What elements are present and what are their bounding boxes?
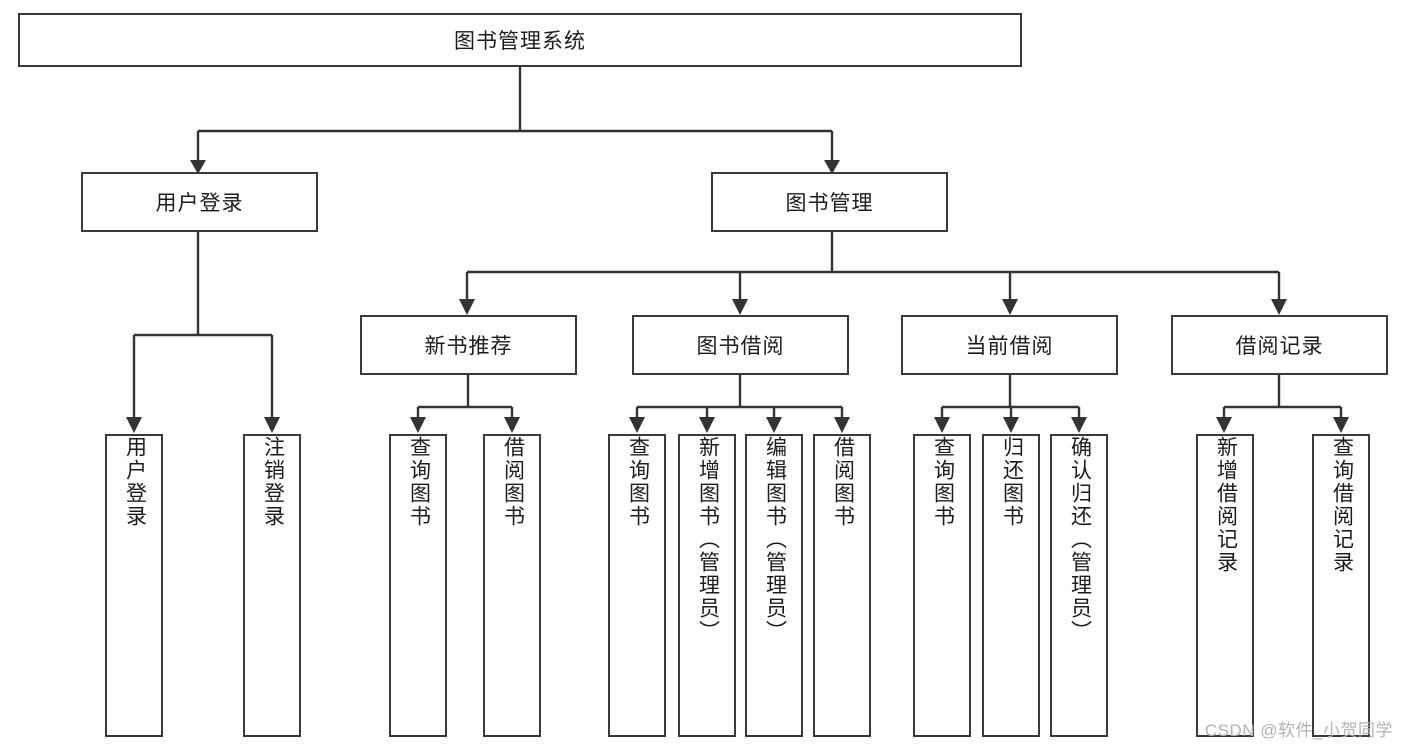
node-current-borrow[interactable]: 当前借阅 xyxy=(901,315,1118,375)
leaf-label: 新增图书（管理员） xyxy=(696,436,720,643)
leaf-borrow-add-book-admin[interactable]: 新增图书（管理员） xyxy=(678,434,736,737)
leaf-label: 借阅图书 xyxy=(831,436,855,528)
node-new-book-recommend-label: 新书推荐 xyxy=(424,335,513,358)
node-user-login-label: 用户登录 xyxy=(155,192,244,215)
leaf-user-login-signin[interactable]: 用户登录 xyxy=(105,434,163,737)
node-new-book-recommend[interactable]: 新书推荐 xyxy=(360,315,577,375)
leaf-label: 查询图书 xyxy=(407,436,431,528)
leaf-current-confirm-return-admin[interactable]: 确认归还（管理员） xyxy=(1050,434,1108,737)
leaf-label: 用户登录 xyxy=(123,436,147,528)
node-book-borrow-label: 图书借阅 xyxy=(696,335,785,358)
leaf-user-login-signout[interactable]: 注销登录 xyxy=(243,434,301,737)
leaf-label: 编辑图书（管理员） xyxy=(763,436,787,643)
node-current-borrow-label: 当前借阅 xyxy=(965,335,1054,358)
leaf-new-book-borrow[interactable]: 借阅图书 xyxy=(483,434,541,737)
node-borrow-record[interactable]: 借阅记录 xyxy=(1171,315,1388,375)
node-root-label: 图书管理系统 xyxy=(454,30,586,53)
leaf-borrow-query-book[interactable]: 查询图书 xyxy=(608,434,666,737)
leaf-label: 查询图书 xyxy=(931,436,955,528)
leaf-label: 查询图书 xyxy=(626,436,650,528)
node-root[interactable]: 图书管理系统 xyxy=(18,13,1022,67)
node-user-login[interactable]: 用户登录 xyxy=(81,172,318,232)
leaf-current-return-book[interactable]: 归还图书 xyxy=(982,434,1040,737)
node-borrow-record-label: 借阅记录 xyxy=(1235,335,1324,358)
leaf-label: 查询借阅记录 xyxy=(1330,436,1354,574)
node-book-borrow[interactable]: 图书借阅 xyxy=(632,315,849,375)
leaf-new-book-query[interactable]: 查询图书 xyxy=(389,434,447,737)
leaf-record-query[interactable]: 查询借阅记录 xyxy=(1312,434,1370,737)
leaf-label: 归还图书 xyxy=(1000,436,1024,528)
node-book-management-label: 图书管理 xyxy=(785,192,874,215)
leaf-label: 新增借阅记录 xyxy=(1214,436,1238,574)
node-book-management[interactable]: 图书管理 xyxy=(711,172,948,232)
leaf-current-query-book[interactable]: 查询图书 xyxy=(913,434,971,737)
watermark: CSDN @软件_小贺同学 xyxy=(1204,721,1393,740)
leaf-borrow-edit-book-admin[interactable]: 编辑图书（管理员） xyxy=(745,434,803,737)
leaf-label: 确认归还（管理员） xyxy=(1068,436,1092,643)
leaf-label: 借阅图书 xyxy=(501,436,525,528)
leaf-borrow-borrow-book[interactable]: 借阅图书 xyxy=(813,434,871,737)
leaf-label: 注销登录 xyxy=(261,436,285,528)
leaf-record-add[interactable]: 新增借阅记录 xyxy=(1196,434,1254,737)
